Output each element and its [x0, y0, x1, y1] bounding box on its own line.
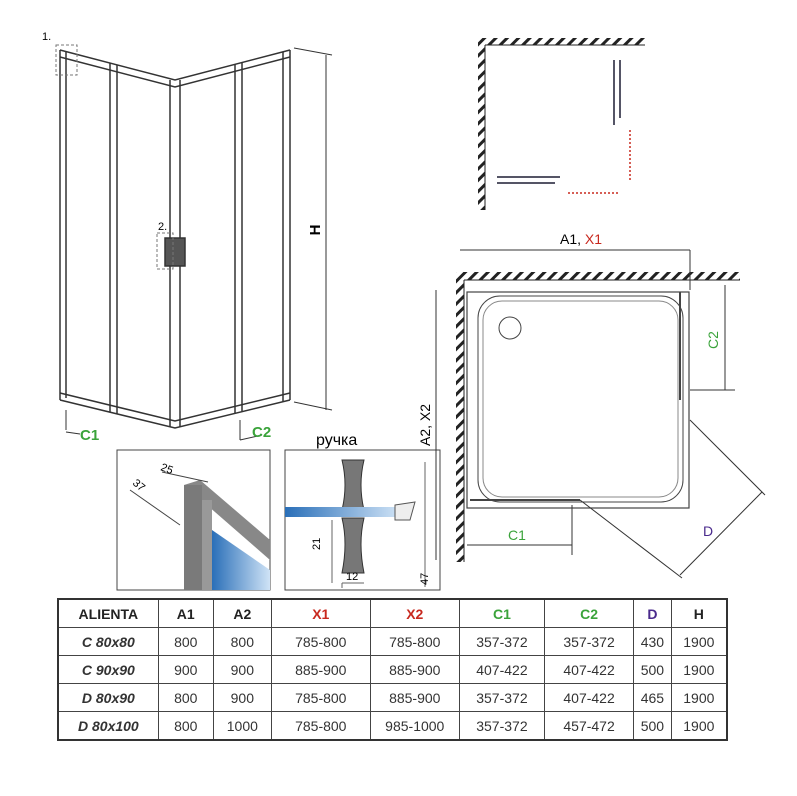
- callout-1-label: 1.: [42, 31, 51, 43]
- table-cell: 785-800: [369, 627, 460, 656]
- col-a1: A1: [157, 598, 214, 628]
- col-model: ALIENTA: [57, 598, 159, 628]
- table-cell: 885-900: [369, 655, 460, 684]
- separator: ,: [577, 231, 585, 247]
- col-x1: X1: [270, 598, 371, 628]
- table-cell: 800: [157, 627, 214, 656]
- col-c2: C2: [544, 598, 635, 628]
- plan-a2-x2-label: A2, X2: [417, 404, 433, 446]
- table-cell: 407-422: [544, 655, 635, 684]
- col-h: H: [670, 598, 728, 628]
- table-cell: 1900: [670, 627, 728, 656]
- door-opening-schematic: [478, 38, 645, 210]
- profile-detail: [116, 449, 271, 591]
- table-cell: 500: [633, 711, 672, 741]
- model-cell: C 80x80: [57, 627, 159, 656]
- height-label: H: [307, 225, 324, 236]
- callout-box-1: [55, 44, 78, 76]
- enclosure-c2-label: C2: [252, 424, 271, 441]
- table-cell: 785-800: [270, 683, 371, 712]
- table-cell: 430: [633, 627, 672, 656]
- col-d: D: [633, 598, 672, 628]
- handle-width-dim: 12: [346, 571, 358, 583]
- table-cell: 500: [633, 655, 672, 684]
- table-cell: 800: [157, 683, 214, 712]
- col-c1: C1: [458, 598, 546, 628]
- profile-width-dim: 25: [159, 462, 175, 477]
- table-cell: 465: [633, 683, 672, 712]
- table-cell: 900: [212, 655, 272, 684]
- x1-label: X1: [585, 231, 602, 247]
- table-cell: 357-372: [458, 711, 546, 741]
- table-header-row: ALIENTA A1 A2 X1 X2 C1 C2 D H: [57, 598, 728, 628]
- callout-2-label: 2.: [158, 221, 167, 233]
- enclosure-3d-view: [59, 49, 291, 429]
- height-dimension: [293, 47, 333, 411]
- table-cell: 1900: [670, 711, 728, 741]
- table-cell: 1900: [670, 683, 728, 712]
- table-cell: 357-372: [458, 627, 546, 656]
- plan-c2-label: C2: [705, 331, 721, 349]
- table-cell: 785-800: [270, 627, 371, 656]
- table-cell: 885-900: [369, 683, 460, 712]
- model-cell: D 80x100: [57, 711, 159, 741]
- table-cell: 885-900: [270, 655, 371, 684]
- plan-c1-label: C1: [508, 527, 526, 543]
- table-cell: 900: [157, 655, 214, 684]
- table-cell: 407-422: [458, 655, 546, 684]
- col-x2: X2: [369, 598, 460, 628]
- col-a2: A2: [212, 598, 272, 628]
- handle-total-dim: 47: [419, 573, 431, 585]
- table-cell: 985-1000: [369, 711, 460, 741]
- model-cell: C 90x90: [57, 655, 159, 684]
- handle-detail: [284, 449, 441, 591]
- enclosure-c1-label: C1: [80, 427, 99, 444]
- plan-view: [435, 249, 766, 579]
- plan-d-label: D: [703, 523, 713, 539]
- table-cell: 900: [212, 683, 272, 712]
- table-cell: 1900: [670, 655, 728, 684]
- handle-title: ручка: [316, 432, 357, 449]
- a1-label: A1: [560, 231, 577, 247]
- table-cell: 407-422: [544, 683, 635, 712]
- table-cell: 457-472: [544, 711, 635, 741]
- table-cell: 357-372: [544, 627, 635, 656]
- table-cell: 800: [212, 627, 272, 656]
- table-cell: 800: [157, 711, 214, 741]
- table-cell: 357-372: [458, 683, 546, 712]
- model-cell: D 80x90: [57, 683, 159, 712]
- callout-box-2: [156, 232, 174, 270]
- table-cell: 785-800: [270, 711, 371, 741]
- table-cell: 1000: [212, 711, 272, 741]
- plan-a1-x1-label: A1, X1: [560, 231, 602, 247]
- handle-height-dim: 21: [311, 538, 323, 550]
